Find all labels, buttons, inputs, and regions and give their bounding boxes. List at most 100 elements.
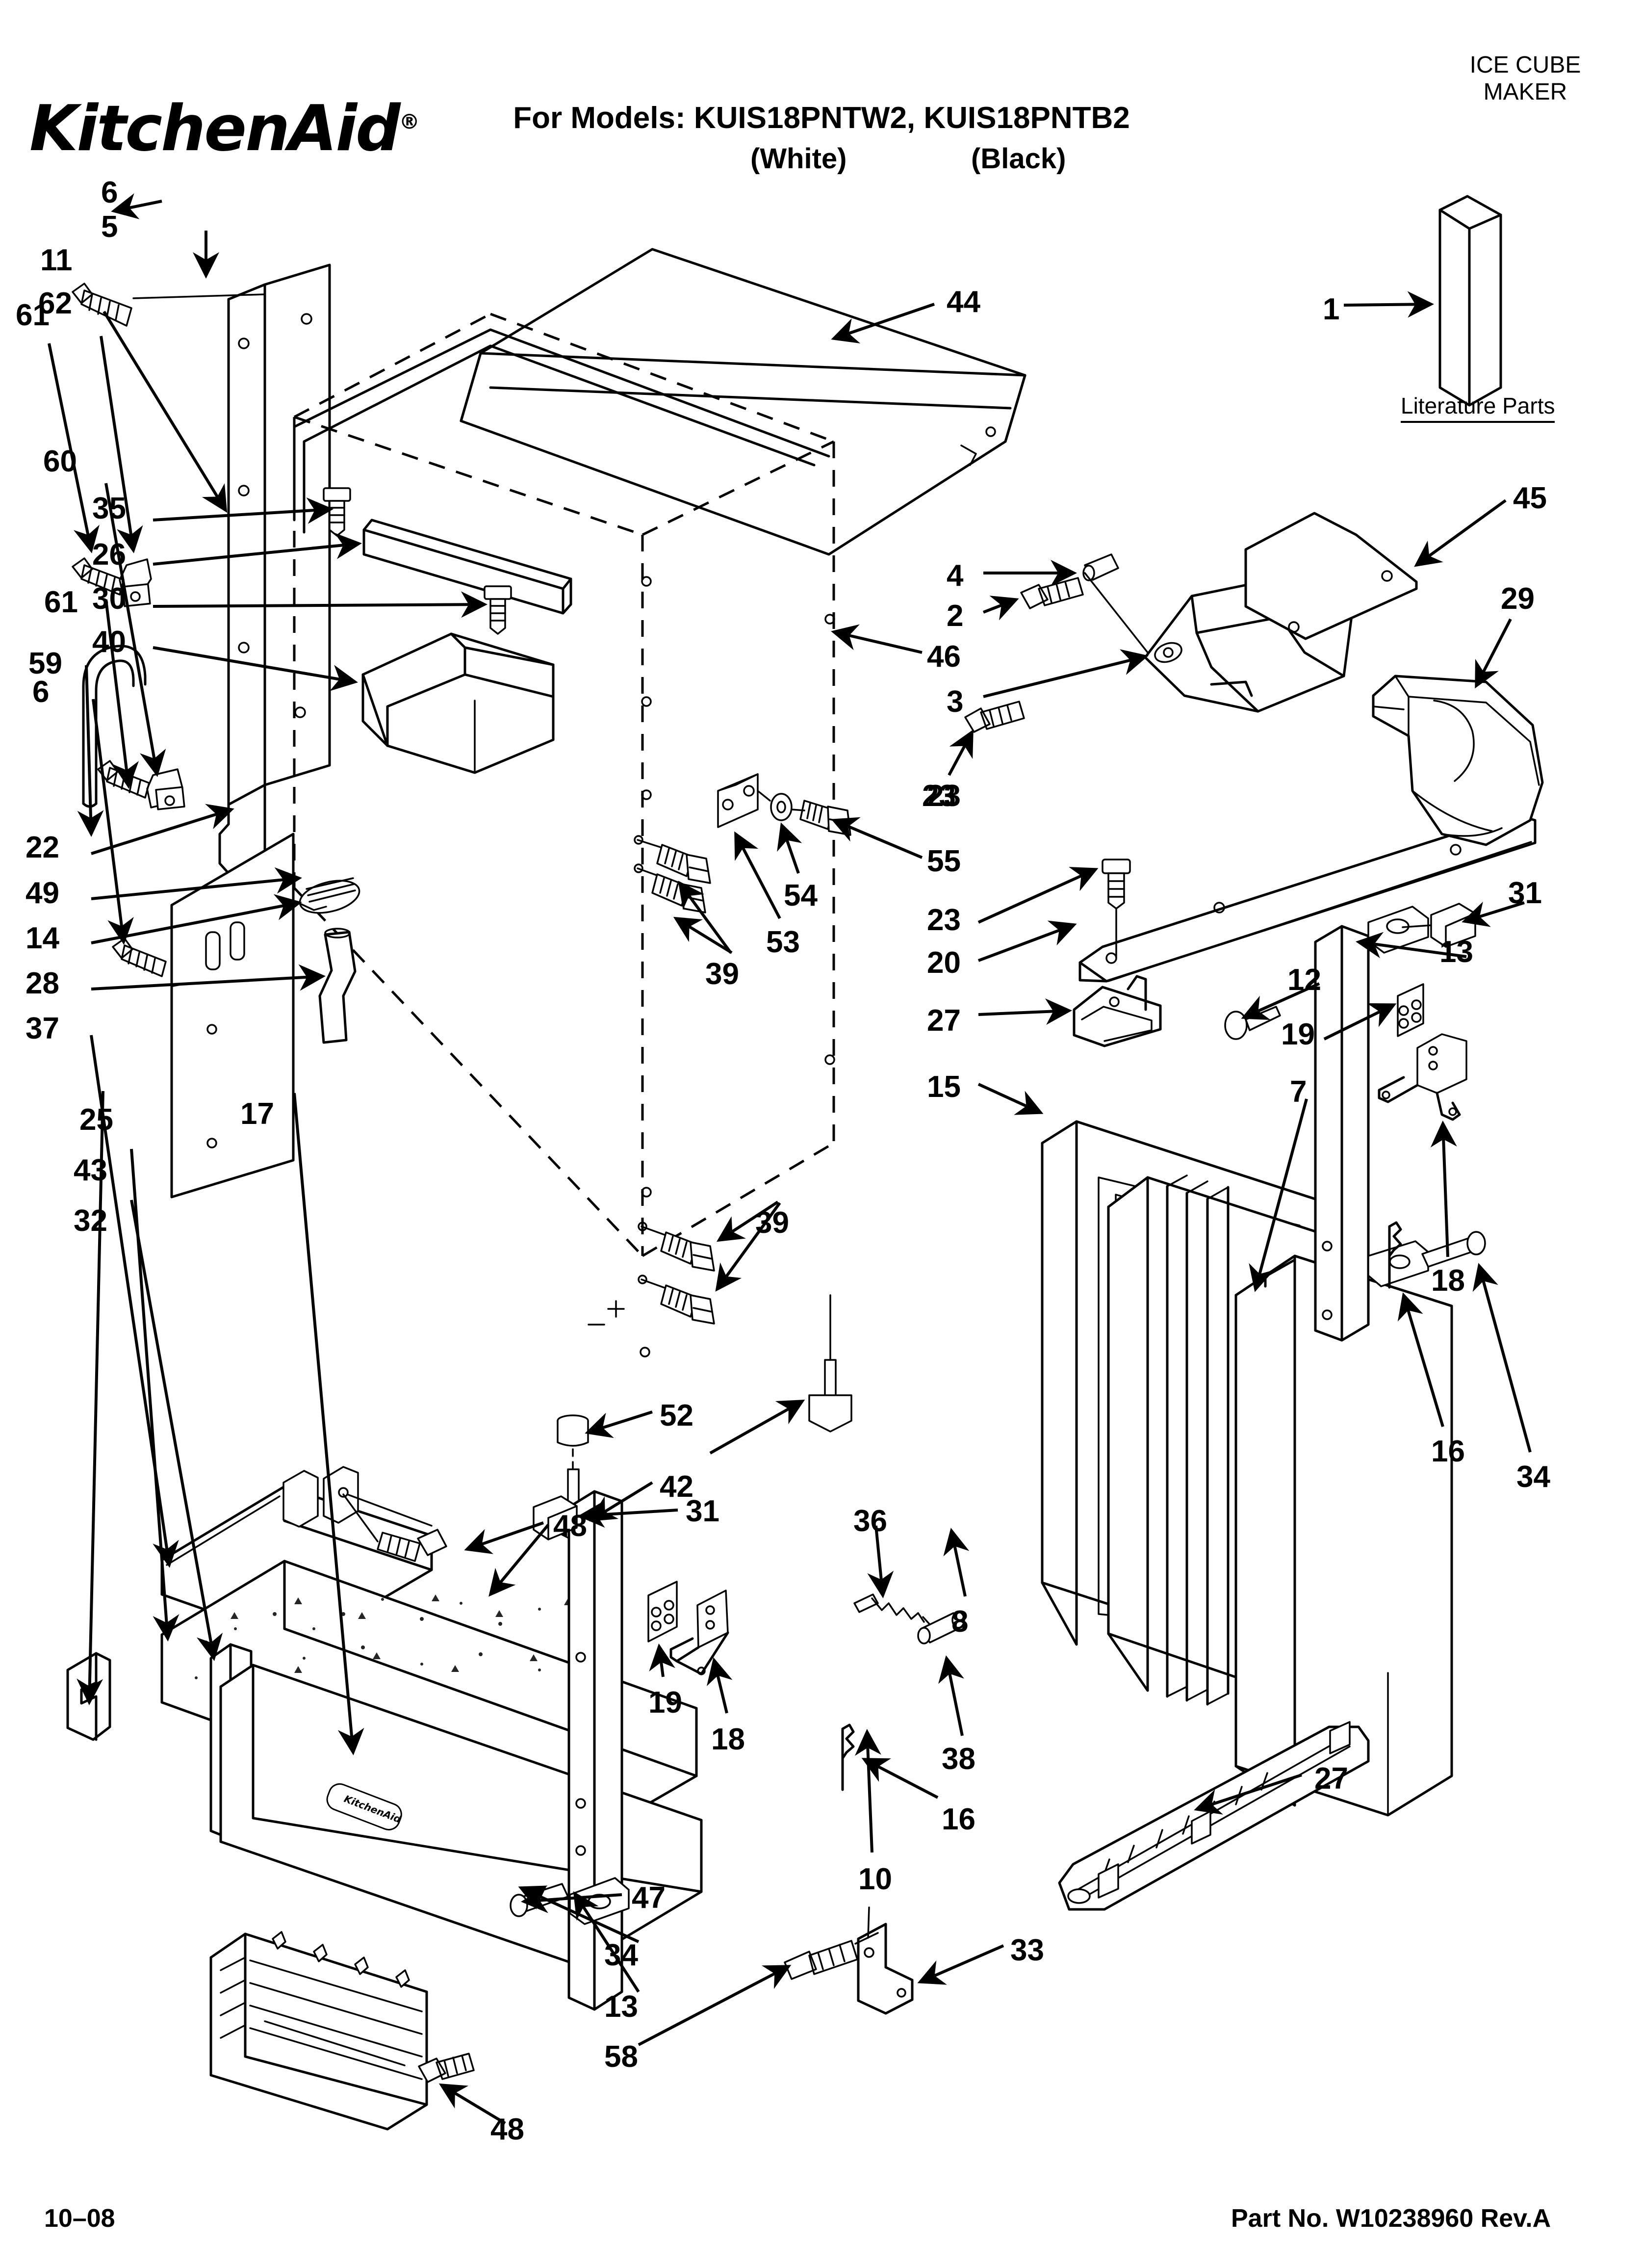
callout-10: 10 (858, 1862, 892, 1896)
callout-42: 42 (660, 1470, 693, 1504)
callout-6: 6 (32, 675, 50, 709)
part-27-bottom-trim (1058, 1721, 1370, 1911)
callout-39: 39 (755, 1206, 789, 1240)
part-55-screw (757, 790, 851, 836)
part-61-clip-lower (146, 768, 185, 810)
part-29-ice-scoop (1372, 675, 1544, 846)
part-13-center-upright (567, 1490, 630, 2011)
part-32-corner-trim (209, 1643, 253, 1840)
part-49-hose-clamp (299, 877, 360, 914)
callout-30: 30 (92, 582, 126, 616)
callout-18: 18 (1431, 1264, 1465, 1298)
callout-59: 59 (28, 647, 62, 680)
callout-16: 16 (1431, 1434, 1465, 1468)
callout-54: 54 (784, 879, 818, 912)
callout-40: 40 (92, 625, 126, 659)
callout-27: 27 (1314, 1762, 1348, 1796)
section-label-line2: MAKER (1483, 79, 1567, 105)
callout-14: 14 (26, 921, 59, 955)
part-lower-left-panel (170, 833, 295, 1199)
part-16-clip-center (841, 1723, 855, 1791)
part-34-bolt-right (1421, 1231, 1486, 1268)
part-40-bucket (361, 632, 555, 774)
callout-53: 53 (766, 925, 800, 959)
callout-35: 35 (92, 492, 126, 525)
part-18-bracket-center (669, 1590, 729, 1675)
callout-32: 32 (74, 1204, 107, 1238)
callout-48: 48 (553, 1509, 587, 1543)
part-52-cap (557, 1414, 589, 1473)
part-36-spring (853, 1593, 934, 1636)
callout-43: 43 (74, 1153, 107, 1187)
part-5-side-panel (218, 263, 331, 1012)
callout-36: 36 (853, 1504, 887, 1538)
callout-34: 34 (1516, 1460, 1550, 1494)
callout-31: 31 (1508, 876, 1542, 910)
screw-6-top (72, 283, 132, 327)
callout-48: 48 (490, 2112, 524, 2146)
part-37-front-rail (160, 1466, 433, 1646)
callout-31: 31 (686, 1494, 719, 1528)
callout-60: 60 (43, 444, 77, 478)
screw-35 (323, 487, 351, 537)
part-28-tube (318, 928, 357, 1044)
callout-45: 45 (1513, 481, 1547, 515)
callout-18: 18 (711, 1722, 745, 1756)
brand-logo: KitchenAid® (29, 92, 420, 165)
callout-23: 23 (927, 779, 961, 813)
callout-15: 15 (927, 1070, 961, 1104)
callout-38: 38 (942, 1742, 975, 1776)
part-15-gasket (1041, 1120, 1326, 1665)
callout-6: 6 (101, 176, 118, 209)
screw-48-grille (418, 2053, 475, 2083)
footer-part-number: Part No. W10238960 Rev.A (1231, 2204, 1551, 2233)
part-33-bracket (857, 1906, 914, 2015)
part-23-screw-upper (964, 701, 1025, 733)
callout-13: 13 (1439, 935, 1473, 969)
part-26-rail (362, 519, 572, 615)
part-43-foam-panel (160, 1560, 698, 1851)
callout-44: 44 (947, 285, 980, 319)
page-title: For Models: KUIS18PNTW2, KUIS18PNTB2 (513, 101, 1130, 135)
part-19-plate-right (1397, 983, 1424, 1037)
part-4-bushing (1082, 553, 1119, 581)
callout-61: 61 (16, 298, 50, 332)
part-13-right-upright (1314, 906, 1429, 1342)
callout-4: 4 (947, 559, 964, 593)
callout-11: 11 (40, 243, 73, 277)
part-47-grille (209, 1931, 428, 2131)
section-label-line1: ICE CUBE (1469, 52, 1581, 78)
callout-52: 52 (660, 1399, 693, 1433)
screws-39-lower (638, 1222, 715, 1325)
part-54-washer (770, 793, 793, 821)
screw-30 (484, 585, 512, 635)
variant-black-label: (Black) (971, 143, 1066, 175)
callout-29: 29 (1501, 582, 1535, 616)
part-25-clip-left (66, 1652, 111, 1741)
callout-19: 19 (1281, 1017, 1315, 1051)
svg-text:KitchenAid: KitchenAid (342, 1793, 403, 1825)
callout-61: 61 (44, 585, 78, 619)
callout-28: 28 (26, 966, 59, 1000)
part-27-end-cap-upper (1073, 975, 1162, 1047)
leader-lines (48, 193, 1532, 2125)
screws-39-upper (634, 835, 711, 913)
callout-26: 26 (92, 538, 126, 572)
part-17-front-panel: KitchenAid (219, 1664, 703, 1967)
section-label: ICE CUBE MAKER (1442, 52, 1609, 105)
callout-58: 58 (604, 2040, 638, 2074)
callout-17: 17 (240, 1097, 274, 1131)
cabinet-outline-phantom (293, 313, 835, 1357)
callout-2: 2 (947, 599, 964, 633)
callout-23: 23 (922, 779, 956, 813)
callout-12: 12 (1287, 963, 1321, 997)
group-label-literature-parts: Literature Parts (1401, 392, 1555, 423)
callout-8: 8 (951, 1605, 969, 1639)
callout-55: 55 (927, 844, 961, 878)
callout-3: 3 (947, 685, 964, 719)
callout-33: 33 (1010, 1933, 1044, 1967)
callout-47: 47 (632, 1881, 666, 1915)
callout-1: 1 (1323, 292, 1340, 326)
